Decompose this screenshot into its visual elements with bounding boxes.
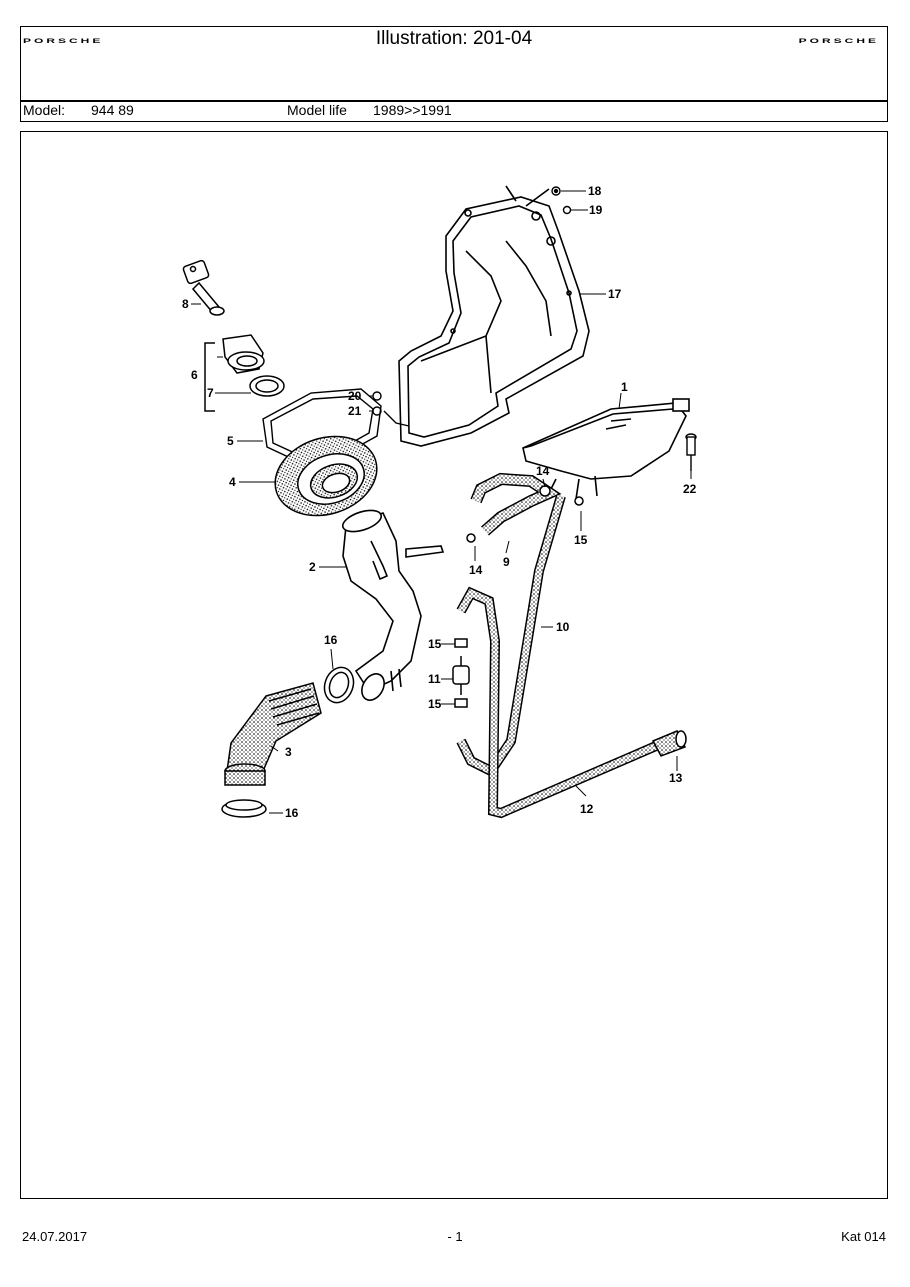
callout-10: 10 <box>556 620 570 634</box>
callout-5: 5 <box>227 434 234 448</box>
part-2-filler-pipe <box>341 509 445 701</box>
part-10-12-long-hoses <box>456 494 658 819</box>
footer-date: 24.07.2017 <box>22 1229 88 1244</box>
callout-13: 13 <box>669 771 683 785</box>
part-3-elbow-hose <box>224 682 322 786</box>
model-life-label: Model life <box>287 102 347 118</box>
header-divider <box>21 100 887 102</box>
illustration-frame: 1 2 3 4 5 6 7 8 9 10 11 12 13 14 14 15 1… <box>20 131 888 1199</box>
callout-4: 4 <box>229 475 236 489</box>
part-11-check-valve <box>452 485 584 708</box>
callout-16-lower: 16 <box>285 806 299 820</box>
callout-15-upper: 15 <box>574 533 588 547</box>
part-8-lock-cylinder <box>182 259 225 316</box>
part-4-filler-flange <box>274 435 378 517</box>
header-box: PORSCHE Illustration: 201-04 PORSCHE Mod… <box>20 26 888 122</box>
footer-page-number: - 1 <box>447 1229 463 1244</box>
callout-20: 20 <box>348 389 362 403</box>
part-22-pin <box>685 433 697 471</box>
model-life-value: 1989>>1991 <box>373 102 452 118</box>
callout-16-upper: 16 <box>324 633 338 647</box>
callout-labels: 1 2 3 4 5 6 7 8 9 10 11 12 13 14 14 15 1… <box>182 184 697 820</box>
callout-12: 12 <box>580 802 594 816</box>
part-13-connector <box>651 730 687 757</box>
callout-19: 19 <box>589 203 603 217</box>
part-1-vent-tank <box>522 398 690 500</box>
footer-catalog: Kat 014 <box>841 1229 886 1244</box>
part-9-vent-hose <box>470 472 562 536</box>
callout-2: 2 <box>309 560 316 574</box>
callout-6: 6 <box>191 368 198 382</box>
callout-3: 3 <box>285 745 292 759</box>
callout-21: 21 <box>348 404 362 418</box>
callout-1: 1 <box>621 380 628 394</box>
part-5-gasket <box>262 388 382 462</box>
callout-8: 8 <box>182 297 189 311</box>
porsche-logo-right: PORSCHE <box>798 37 879 45</box>
page-title: Illustration: 201-04 <box>375 28 533 49</box>
callout-18: 18 <box>588 184 602 198</box>
part-6-7-seal-assembly <box>204 334 285 412</box>
part-16-hose-clamps <box>221 666 355 818</box>
callout-22: 22 <box>683 482 697 496</box>
model-label: Model: <box>23 102 66 118</box>
callout-7: 7 <box>207 386 214 400</box>
callout-9: 9 <box>503 555 510 569</box>
callout-11: 11 <box>428 672 441 686</box>
part-17-filler-housing <box>398 185 590 447</box>
callout-15-lower: 15 <box>428 697 442 711</box>
callout-14-lower: 14 <box>469 563 483 577</box>
callout-leader-lines <box>191 190 692 814</box>
callout-17: 17 <box>608 287 622 301</box>
callout-15-middle: 15 <box>428 637 442 651</box>
porsche-logo-left: PORSCHE <box>23 37 104 45</box>
callout-14-upper: 14 <box>536 464 550 478</box>
model-value: 944 89 <box>91 102 134 118</box>
exploded-parts-diagram: 1 2 3 4 5 6 7 8 9 10 11 12 13 14 14 15 1… <box>182 184 697 820</box>
